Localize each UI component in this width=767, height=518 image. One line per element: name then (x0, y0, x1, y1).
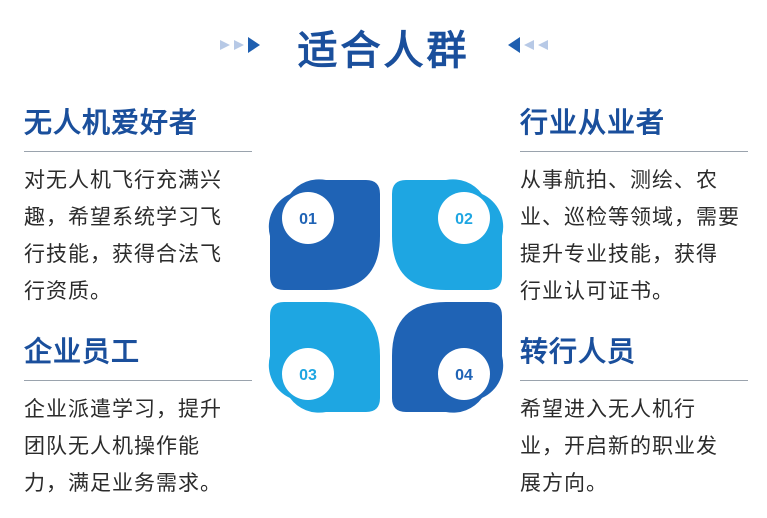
description-line: 行资质。 (24, 279, 112, 303)
description-line: 团队无人机操作能 (24, 434, 200, 458)
description-line: 提升专业技能，获得 (520, 242, 718, 266)
section-divider (24, 151, 252, 152)
section-title: 转行人员 (520, 335, 637, 368)
description-line: 企业派遣学习，提升 (24, 397, 222, 421)
petal-04: 04 (392, 302, 504, 413)
petal-diagram: 01 02 03 04 (268, 179, 504, 413)
description-line: 对无人机飞行充满兴 (24, 168, 222, 192)
section-drone-enthusiasts: 无人机爱好者 对无人机飞行充满兴 趣，希望系统学习飞 行技能，获得合法飞 行资质… (24, 103, 252, 310)
section-divider (520, 380, 748, 381)
petal-label: 03 (299, 367, 317, 384)
section-title: 企业员工 (24, 335, 141, 368)
section-description: 从事航拍、测绘、农 业、巡检等领域，需要 提升专业技能，获得 行业认可证书。 (520, 162, 748, 310)
section-description: 企业派遣学习，提升 团队无人机操作能 力，满足业务需求。 (24, 391, 252, 502)
header: 适合人群 (0, 14, 767, 74)
section-title: 行业从业者 (520, 106, 666, 139)
section-company-employees: 企业员工 企业派遣学习，提升 团队无人机操作能 力，满足业务需求。 (24, 332, 252, 502)
description-line: 从事航拍、测绘、农 (520, 168, 718, 192)
section-career-changers: 转行人员 希望进入无人机行 业，开启新的职业发 展方向。 (520, 332, 748, 502)
petal-01: 01 (268, 179, 380, 290)
four-petal-graphic: 01 02 03 04 (268, 178, 504, 414)
section-description: 对无人机飞行充满兴 趣，希望系统学习飞 行技能，获得合法飞 行资质。 (24, 162, 252, 310)
section-title: 无人机爱好者 (24, 106, 199, 139)
petal-label: 04 (455, 367, 473, 384)
double-arrow-left-icon (508, 37, 548, 53)
description-line: 业，开启新的职业发 (520, 434, 718, 458)
section-divider (520, 151, 748, 152)
description-line: 业、巡检等领域，需要 (520, 205, 740, 229)
page-title: 适合人群 (297, 28, 470, 74)
section-industry-practitioners: 行业从业者 从事航拍、测绘、农 业、巡检等领域，需要 提升专业技能，获得 行业认… (520, 103, 748, 310)
petal-03: 03 (268, 302, 380, 413)
double-arrow-right-icon (220, 37, 260, 53)
description-line: 展方向。 (520, 471, 608, 495)
section-description: 希望进入无人机行 业，开启新的职业发 展方向。 (520, 391, 748, 502)
description-line: 希望进入无人机行 (520, 397, 696, 421)
petal-02: 02 (392, 179, 504, 290)
description-line: 趣，希望系统学习飞 (24, 205, 222, 229)
section-divider (24, 380, 252, 381)
petal-label: 02 (455, 211, 473, 228)
description-line: 力，满足业务需求。 (24, 471, 222, 495)
petal-label: 01 (299, 211, 317, 228)
description-line: 行业认可证书。 (520, 279, 674, 303)
description-line: 行技能，获得合法飞 (24, 242, 222, 266)
